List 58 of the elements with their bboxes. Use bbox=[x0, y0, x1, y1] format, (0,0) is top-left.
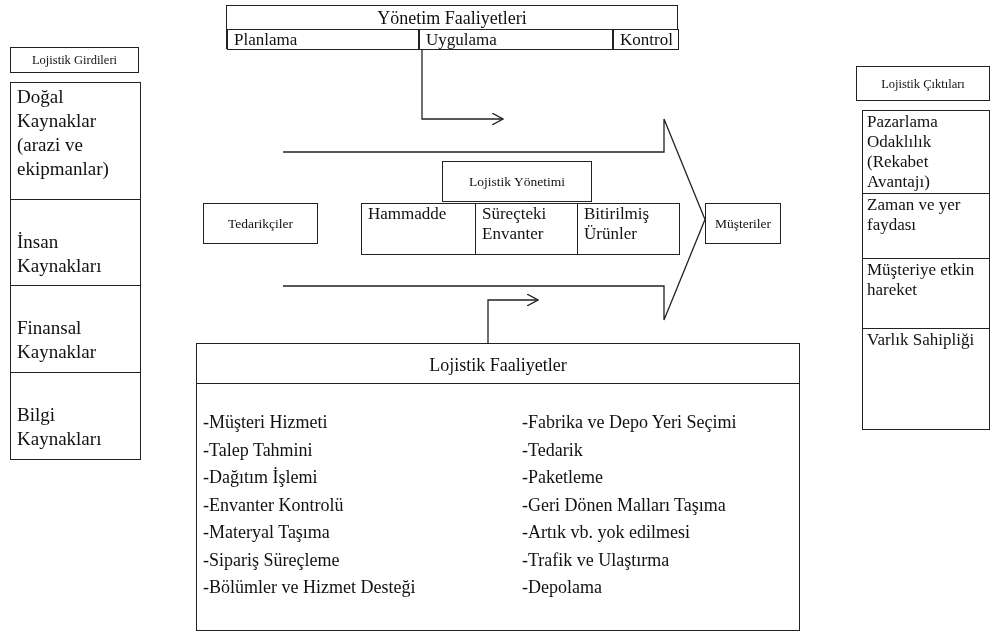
text-box bbox=[10, 82, 141, 200]
text-box bbox=[577, 203, 680, 255]
text-box bbox=[10, 199, 141, 286]
box-label: Planlama bbox=[234, 30, 299, 50]
list-item: -Envanter Kontrolü bbox=[203, 493, 344, 516]
text-box bbox=[862, 110, 990, 194]
box-label: Tedarikçiler bbox=[227, 214, 294, 233]
text-box bbox=[419, 29, 613, 50]
box-label: Lojistik Girdileri bbox=[30, 52, 119, 68]
text-box bbox=[862, 258, 990, 329]
table-frame bbox=[226, 5, 678, 49]
box-label: Müşteriye etkin hareket bbox=[867, 260, 976, 300]
list-item: -Artık vb. yok edilmesi bbox=[522, 521, 690, 543]
box-label: Varlık Sahipliği bbox=[867, 330, 976, 350]
box-label: Hammadde bbox=[368, 204, 448, 224]
box-label: Bilgi Kaynakları bbox=[17, 403, 103, 451]
list-item: -Materyal Taşıma bbox=[203, 521, 330, 543]
text-box bbox=[361, 203, 476, 255]
text-box bbox=[10, 47, 139, 73]
list-item: -Tedarik bbox=[522, 438, 583, 461]
text-box bbox=[10, 372, 141, 460]
text-box bbox=[856, 66, 990, 101]
text-box bbox=[705, 203, 781, 244]
list-item: -Talep Tahmini bbox=[203, 438, 313, 461]
box-label: Bitirilmiş Ürünler bbox=[584, 204, 651, 244]
box-label: İnsan Kaynakları bbox=[17, 230, 103, 278]
text-box bbox=[442, 161, 592, 202]
bent-arrow bbox=[421, 48, 504, 126]
activity-panel bbox=[196, 343, 800, 631]
box-label: Pazarlama Odaklılık (Rekabet Avantajı) bbox=[867, 112, 939, 192]
text-box bbox=[227, 29, 419, 50]
list-item: -Bölümler ve Hizmet Desteği bbox=[203, 576, 416, 598]
text-box bbox=[862, 193, 990, 259]
list-item: -Trafik ve Ulaştırma bbox=[522, 548, 670, 571]
text-box bbox=[862, 328, 990, 430]
box-label: Doğal Kaynaklar (arazi ve ekipmanlar) bbox=[17, 85, 110, 181]
list-item: -Müşteri Hizmeti bbox=[203, 411, 328, 433]
list-item: -Fabrika ve Depo Yeri Seçimi bbox=[522, 411, 737, 433]
panel-heading: Lojistik Faaliyetler bbox=[428, 354, 568, 376]
list-item: -Paketleme bbox=[522, 466, 603, 488]
text-box bbox=[613, 29, 679, 50]
list-item: -Depolama bbox=[522, 576, 602, 598]
list-item: -Geri Dönen Malları Taşıma bbox=[522, 493, 726, 516]
table-heading: Yönetim Faaliyetleri bbox=[376, 7, 528, 29]
box-label: Süreçteki Envanter bbox=[482, 204, 548, 244]
box-label: Lojistik Yönetimi bbox=[468, 172, 566, 191]
box-label: Zaman ve yer faydası bbox=[867, 195, 962, 235]
box-label: Lojistik Çıktıları bbox=[880, 75, 966, 92]
text-box bbox=[10, 285, 141, 373]
text-box bbox=[475, 203, 578, 255]
box-label: Müşteriler bbox=[713, 214, 773, 233]
box-label: Finansal Kaynaklar bbox=[17, 316, 98, 364]
box-label: Kontrol bbox=[620, 30, 674, 50]
box-label: Uygulama bbox=[426, 30, 498, 50]
list-item: -Dağıtım İşlemi bbox=[203, 466, 318, 488]
list-item: -Sipariş Süreçleme bbox=[203, 548, 340, 571]
bent-arrow bbox=[487, 293, 539, 344]
text-box bbox=[203, 203, 318, 244]
